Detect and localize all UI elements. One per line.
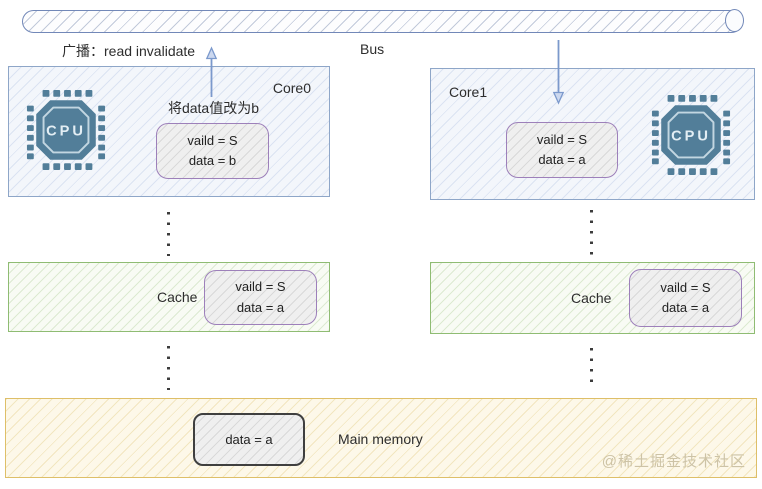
watermark: @稀土掘金技术社区	[601, 453, 746, 470]
core1-cache-line-box: vaild = S data = a	[506, 122, 618, 178]
memory-data-text: data = a	[225, 432, 273, 447]
core0-label: Core0	[272, 80, 311, 96]
cache-line-valid: vaild = S	[187, 132, 238, 148]
bus-pipe-end-cap	[725, 9, 744, 33]
cache1-memory-dotted-link	[590, 348, 593, 390]
cache-line-data: data = a	[661, 300, 710, 315]
main-memory-label: Main memory	[338, 431, 423, 447]
cache-line-valid: vaild = S	[235, 279, 286, 295]
cache-line-valid: vaild = S	[536, 131, 588, 147]
bus-label: Bus	[360, 41, 385, 57]
core0-box: Core0 CPU 将data值改为b vaild = S data = b	[8, 66, 330, 197]
cache-line-data: data = b	[188, 153, 237, 168]
cache0-label: Cache	[157, 289, 198, 305]
core1-label: Core1	[449, 84, 488, 100]
cache0-cache-line-box: vaild = S data = a	[204, 270, 317, 325]
bus-pipe	[22, 9, 744, 33]
cache0-box: Cache vaild = S data = a	[8, 262, 330, 332]
cache-line-data: data = a	[538, 152, 586, 167]
cpu-icon: CPU	[651, 94, 731, 176]
cache-line-valid: vaild = S	[660, 279, 711, 295]
broadcast-label: 广播：read invalidate	[62, 43, 196, 59]
cache0-memory-dotted-link	[167, 346, 170, 390]
cpu-text: CPU	[671, 128, 711, 144]
core1-cache-dotted-link	[590, 210, 593, 256]
cache1-label: Cache	[571, 290, 612, 306]
core1-box: Core1 vaild = S data = a CPU	[430, 68, 755, 200]
main-memory-box: data = a Main memory @稀土掘金技术社区	[5, 398, 757, 478]
core0-cache-line-box: vaild = S data = b	[156, 123, 269, 179]
core0-cache-dotted-link	[167, 212, 170, 256]
cpu-icon: CPU	[26, 89, 106, 171]
cache1-box: Cache vaild = S data = a	[430, 262, 755, 334]
memory-data-cell: data = a	[193, 413, 305, 466]
core0-action-text: 将data值改为b	[167, 100, 260, 116]
cpu-text: CPU	[46, 123, 86, 139]
cache1-cache-line-box: vaild = S data = a	[629, 269, 742, 327]
cache-line-data: data = a	[236, 299, 285, 315]
